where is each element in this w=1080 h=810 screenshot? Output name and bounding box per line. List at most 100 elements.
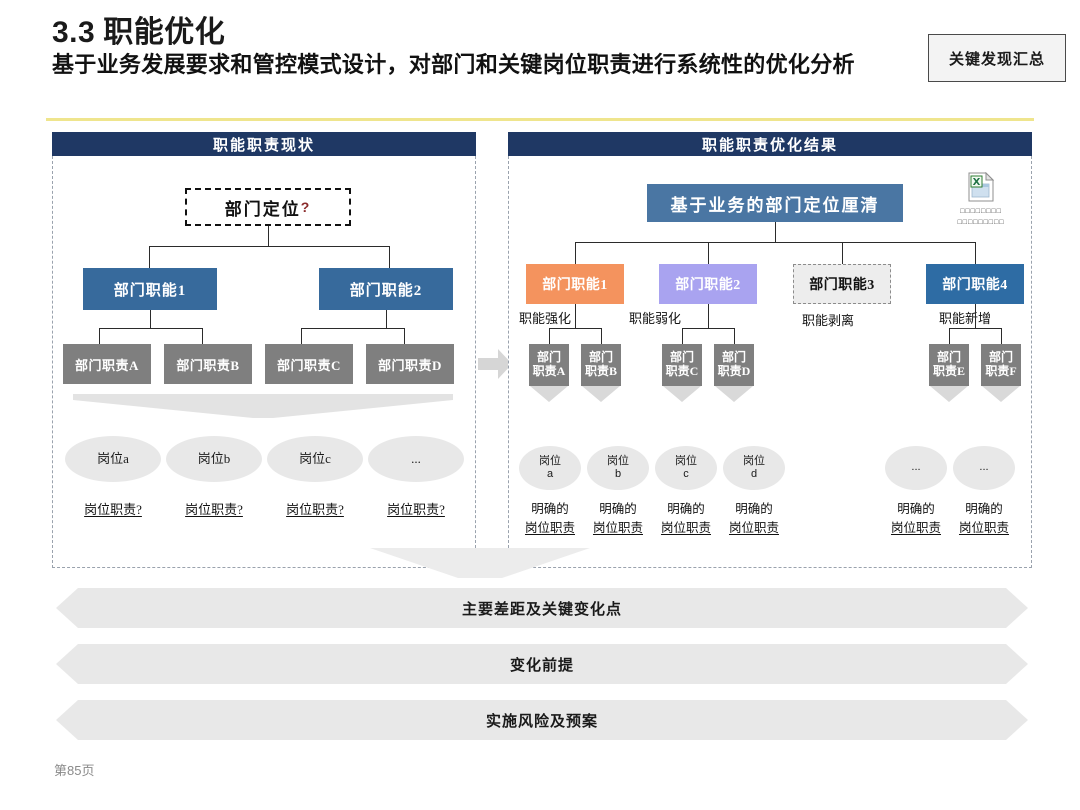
left-post-duty[interactable]: 岗位职责?: [368, 499, 464, 518]
connector: [99, 328, 202, 329]
right-post-duty-line2: 岗位职责: [890, 520, 941, 535]
attachment-block[interactable]: X □□□□□□□□ □□□□□□□□□: [939, 171, 1023, 228]
left-post-label: 岗位a: [97, 450, 129, 466]
right-duty-arrow-icon: [715, 386, 753, 402]
left-post-label: 岗位b: [197, 450, 231, 466]
right-duty-box[interactable]: 部门职责F: [981, 344, 1021, 386]
banner-premise[interactable]: 变化前提: [56, 644, 1028, 684]
left-duty-box[interactable]: 部门职责D: [366, 344, 454, 384]
right-function-box-4[interactable]: 部门职能4: [926, 264, 1024, 304]
right-function-box-2[interactable]: 部门职能2: [659, 264, 757, 304]
right-function-tag-4: 职能新增: [939, 311, 992, 326]
right-duty-arrow-icon: [930, 386, 968, 402]
right-duty-line1: 部门: [936, 350, 961, 365]
left-post-label: ...: [411, 450, 421, 466]
right-duty-line2: 职责D: [717, 364, 751, 378]
banner-label: 实施风险及预案: [485, 713, 598, 730]
connector: [601, 328, 602, 344]
right-duty-line2: 职责E: [932, 364, 965, 378]
right-post-duty[interactable]: 明确的岗位职责: [881, 500, 951, 538]
connector: [1001, 328, 1002, 344]
connector: [301, 328, 302, 344]
connector: [949, 328, 1001, 329]
right-post-oval[interactable]: ...: [885, 446, 947, 490]
left-duty-label: 部门职责D: [378, 357, 442, 373]
left-post-oval[interactable]: 岗位a: [65, 436, 161, 482]
right-duty-line2: 职责B: [584, 364, 617, 378]
connector: [949, 328, 950, 344]
banner-risk[interactable]: 实施风险及预案: [56, 700, 1028, 740]
right-post-duty[interactable]: 明确的岗位职责: [583, 500, 653, 538]
right-post-duty[interactable]: 明确的岗位职责: [515, 500, 585, 538]
right-post-line2: ...: [911, 461, 921, 474]
connector: [149, 246, 389, 247]
svg-text:X: X: [973, 177, 981, 188]
right-post-line2: c: [683, 468, 689, 480]
right-function-tag-2: 职能弱化: [629, 311, 682, 326]
attachment-caption-line1: □□□□□□□□: [960, 208, 1002, 216]
right-function-box-3[interactable]: 部门职能3: [793, 264, 891, 304]
connector: [575, 242, 576, 264]
left-panel-title: 职能职责现状: [212, 137, 315, 154]
right-post-duty[interactable]: 明确的岗位职责: [949, 500, 1019, 538]
page-number: 第85页: [54, 763, 95, 778]
right-duty-box[interactable]: 部门职责E: [929, 344, 969, 386]
right-duty-box[interactable]: 部门职责D: [714, 344, 754, 386]
right-function-box-1[interactable]: 部门职能1: [526, 264, 624, 304]
right-duty-box[interactable]: 部门职责A: [529, 344, 569, 386]
right-duty-arrow-icon: [982, 386, 1020, 402]
key-findings-badge[interactable]: 关键发现汇总: [928, 34, 1066, 82]
connector: [301, 328, 404, 329]
connector: [682, 328, 734, 329]
left-funnel-shape: [73, 394, 453, 418]
banner-shape: [56, 700, 1028, 740]
left-root-box[interactable]: 部门定位?: [185, 188, 351, 226]
banner-gaps[interactable]: 主要差距及关键变化点: [56, 588, 1028, 628]
left-duty-box[interactable]: 部门职责A: [63, 344, 151, 384]
attachment-caption-line2: □□□□□□□□□: [957, 218, 1005, 227]
right-post-line1: 岗位: [675, 454, 697, 467]
transition-arrow-icon: [478, 349, 512, 379]
page-title: 3.3 职能优化: [52, 16, 932, 50]
left-post-duty-label: 岗位职责?: [387, 502, 445, 517]
left-panel: 职能职责现状 部门定位? 部门职能1 部门职能2: [52, 132, 476, 568]
connector: [268, 226, 269, 246]
connector: [734, 328, 735, 344]
connector: [149, 246, 150, 268]
right-post-duty-line1: 明确的: [667, 502, 705, 516]
right-post-duty-line1: 明确的: [897, 502, 935, 516]
right-duty-arrow-icon: [582, 386, 620, 402]
section-number: 3.3: [52, 16, 96, 49]
connector: [975, 242, 976, 264]
left-post-duty[interactable]: 岗位职责?: [267, 499, 363, 518]
connector: [549, 328, 550, 344]
right-root-label: 基于业务的部门定位厘清: [670, 195, 880, 215]
right-post-line2: a: [546, 468, 554, 480]
left-duty-box[interactable]: 部门职责C: [265, 344, 353, 384]
right-duty-line2: 职责F: [985, 364, 1017, 378]
left-post-oval[interactable]: 岗位c: [267, 436, 363, 482]
right-duty-box[interactable]: 部门职责B: [581, 344, 621, 386]
right-post-duty-line2: 岗位职责: [592, 520, 643, 535]
right-duty-box[interactable]: 部门职责C: [662, 344, 702, 386]
connector: [575, 242, 975, 243]
left-post-oval[interactable]: ...: [368, 436, 464, 482]
left-post-duty[interactable]: 岗位职责?: [166, 499, 262, 518]
left-duty-box[interactable]: 部门职责B: [164, 344, 252, 384]
left-post-oval[interactable]: 岗位b: [166, 436, 262, 482]
right-post-duty[interactable]: 明确的岗位职责: [651, 500, 721, 538]
right-post-duty-line2: 岗位职责: [660, 520, 711, 535]
right-duty-line2: 职责A: [532, 364, 566, 378]
title-divider: [46, 118, 1034, 121]
left-function-box-2[interactable]: 部门职能2: [319, 268, 453, 310]
right-post-duty[interactable]: 明确的岗位职责: [719, 500, 789, 538]
left-post-duty[interactable]: 岗位职责?: [65, 499, 161, 518]
left-function-box-1[interactable]: 部门职能1: [83, 268, 217, 310]
bottom-funnel-shape: [370, 548, 590, 578]
right-post-oval[interactable]: ...: [953, 446, 1015, 490]
right-root-box[interactable]: 基于业务的部门定位厘清: [647, 184, 903, 222]
